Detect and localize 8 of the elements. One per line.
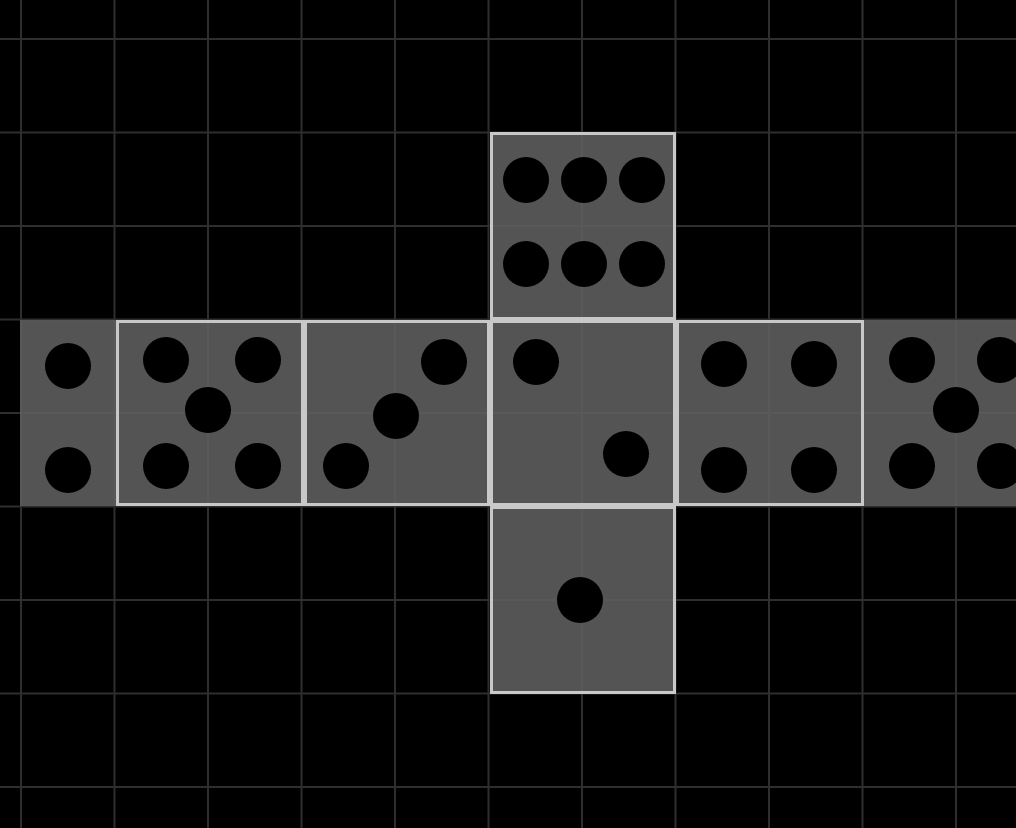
die-face — [304, 320, 490, 506]
die-face — [490, 132, 676, 320]
die-face — [20, 320, 116, 506]
die-face — [676, 320, 864, 506]
die-face — [116, 320, 304, 506]
die-face — [490, 320, 676, 506]
die-face — [490, 506, 676, 694]
die-face — [864, 320, 1016, 506]
